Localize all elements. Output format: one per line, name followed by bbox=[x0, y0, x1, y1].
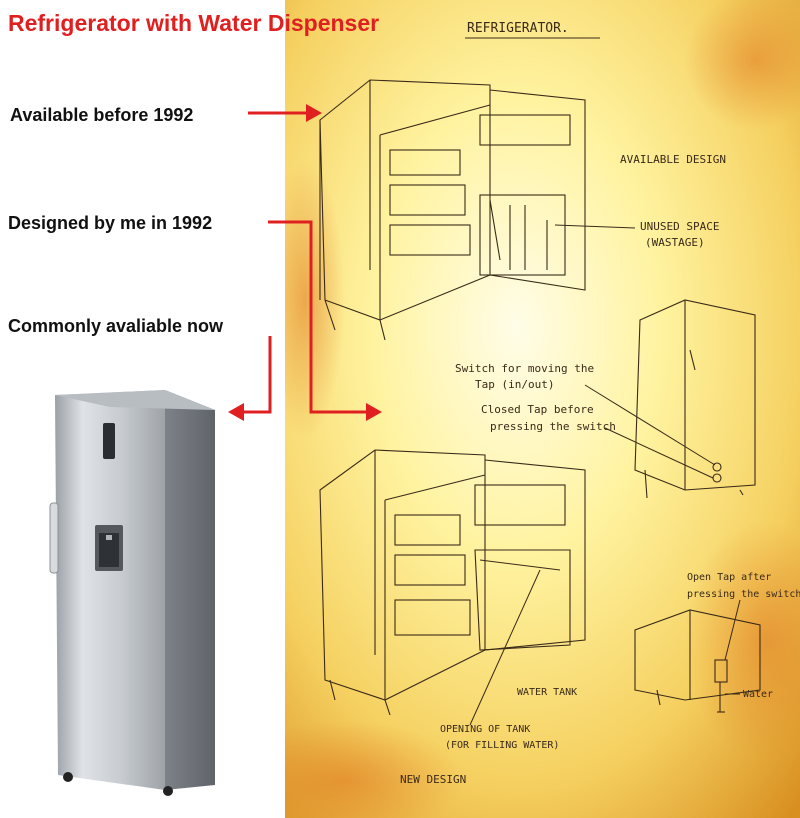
water-label: Water bbox=[743, 689, 773, 700]
arrow-designed-1992 bbox=[268, 220, 382, 421]
paper-stain bbox=[285, 160, 345, 440]
door-handle bbox=[49, 502, 59, 574]
fridge-wheel bbox=[63, 772, 73, 782]
opening-label-1: OPENING OF TANK bbox=[440, 724, 530, 735]
switch-label-1: Switch for moving the bbox=[455, 362, 594, 375]
paper-stain bbox=[285, 720, 465, 818]
new-design-label: NEW DESIGN bbox=[400, 773, 466, 786]
closed-tap-label-2: pressing the switch bbox=[490, 420, 616, 433]
label-commonly-available-now: Commonly avaliable now bbox=[8, 316, 224, 336]
opening-label-2: (FOR FILLING WATER) bbox=[445, 740, 559, 751]
fridge-body bbox=[55, 390, 215, 790]
available-design-label: AVAILABLE DESIGN bbox=[620, 153, 726, 166]
wastage-label: (WASTAGE) bbox=[645, 236, 705, 249]
opening-pointer bbox=[469, 569, 541, 726]
water-dispenser bbox=[95, 525, 123, 571]
closed-fridge-sketch bbox=[634, 299, 756, 499]
arrow-commonly-available bbox=[228, 336, 272, 421]
switch-label-2: Tap (in/out) bbox=[475, 378, 554, 391]
modern-fridge-image bbox=[49, 390, 215, 796]
fridge-wheel bbox=[163, 786, 173, 796]
page-title: Refrigerator with Water Dispenser bbox=[8, 10, 380, 36]
tap-pointer bbox=[604, 427, 714, 479]
open-tap-pointer bbox=[724, 599, 741, 661]
open-tap-fridge-sketch bbox=[634, 609, 761, 713]
open-tap-label-1: Open Tap after bbox=[687, 572, 771, 583]
closed-tap-label-1: Closed Tap before bbox=[481, 403, 594, 416]
old-fridge-sketch bbox=[319, 79, 586, 341]
unused-space-pointer bbox=[554, 224, 636, 229]
unused-space-label: UNUSED SPACE bbox=[640, 220, 719, 233]
arrow-before-1992 bbox=[248, 104, 322, 122]
label-available-before-1992: Available before 1992 bbox=[10, 105, 194, 125]
label-designed-1992: Designed by me in 1992 bbox=[8, 213, 213, 233]
display-panel bbox=[103, 423, 115, 459]
new-fridge-sketch bbox=[319, 449, 586, 716]
paper-stain bbox=[685, 520, 800, 760]
sketch-heading: REFRIGERATOR. bbox=[467, 21, 569, 36]
switch-pointer bbox=[584, 384, 716, 466]
paper-stain bbox=[685, 0, 800, 130]
water-tank-label: WATER TANK bbox=[517, 687, 577, 698]
open-tap-label-2: pressing the switch bbox=[687, 589, 800, 600]
